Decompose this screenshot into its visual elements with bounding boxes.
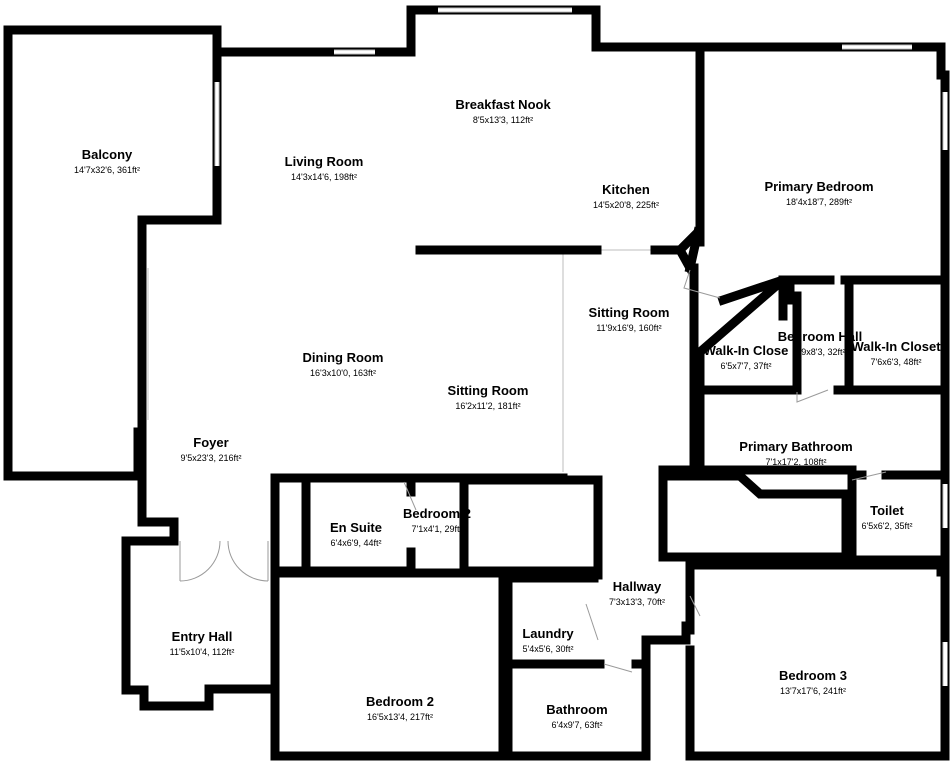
walk-in-closet-2-name: Walk-In Closet [851, 339, 941, 354]
thin-partitions [147, 249, 655, 575]
walk-in-closet-1-name: Walk-In Close [704, 343, 789, 358]
foyer-dims: 9'5x23'3, 216ft² [181, 453, 242, 463]
kitchen-name: Kitchen [602, 182, 650, 197]
foyer-name: Foyer [193, 435, 228, 450]
sitting-room-central-name: Sitting Room [448, 383, 529, 398]
bedroom-hall-dims: 3'9x8'3, 32ft² [795, 347, 846, 357]
sitting-room-east-name: Sitting Room [589, 305, 670, 320]
laundry-door [585, 603, 599, 641]
bedroom-2-closet-door [403, 481, 417, 511]
toilet-dims: 6'5x6'2, 35ft² [862, 521, 913, 531]
hallway-name: Hallway [613, 579, 662, 594]
walls [3, 5, 950, 761]
doors [179, 269, 887, 673]
entry-hall-dims: 11'5x10'4, 112ft² [170, 647, 235, 657]
bedroom-3-dims: 13'7x17'6, 241ft² [780, 686, 846, 696]
entry-door-right [227, 540, 269, 582]
center-closet-wall [459, 475, 603, 580]
dining-room-name: Dining Room [303, 350, 384, 365]
kitchen-dims: 14'5x20'8, 225ft² [593, 200, 659, 210]
living-room-dims: 14'3x14'6, 198ft² [291, 172, 357, 182]
bedroom-3-wall [685, 560, 950, 761]
kitchen-door [683, 269, 721, 299]
walk-in-closet-wall [695, 275, 946, 395]
laundry-wall [503, 573, 691, 761]
en-suite-dims: 6'4x6'9, 44ft² [331, 538, 382, 548]
laundry-dims: 5'4x5'6, 30ft² [523, 644, 574, 654]
bedroom-hall-name: Bedroom Hall [778, 329, 863, 344]
walk-in-closet-2-dims: 7'6x6'3, 48ft² [871, 357, 922, 367]
bathroom-dims: 6'4x9'7, 63ft² [552, 720, 603, 730]
foyer-west-wall [137, 263, 179, 545]
breakfast-nook-name: Breakfast Nook [455, 97, 551, 112]
entry-hall-wall [121, 536, 280, 711]
sitting-room-east-dims: 11'9x16'9, 160ft² [596, 323, 661, 333]
bedroom-2-wall [270, 568, 508, 761]
bathroom-door [603, 663, 633, 673]
sitting-room-central-dims: 16'2x11'2, 181ft² [455, 401, 520, 411]
bathroom-name: Bathroom [546, 702, 607, 717]
balcony-dims: 14'7x32'6, 361ft² [74, 165, 140, 175]
breakfast-nook-dims: 8'5x13'3, 112ft² [473, 115, 533, 125]
bedroom-hall-door [796, 389, 829, 403]
toilet-name: Toilet [870, 503, 904, 518]
bedroom-3-name: Bedroom 3 [779, 668, 847, 683]
primary-bathroom-dims: 7'1x17'2, 108ft² [766, 457, 827, 467]
balcony-wall [3, 25, 222, 481]
bedroom-2-closet-dims: 7'1x4'1, 29ft² [412, 524, 463, 534]
laundry-name: Laundry [522, 626, 574, 641]
room-labels: Balcony 14'7x32'6, 361ft² Living Room 14… [74, 97, 941, 730]
entry-hall-name: Entry Hall [172, 629, 233, 644]
entry-door-left [179, 540, 221, 582]
bedroom-2-closet-name: Bedroom 2 [403, 506, 471, 521]
balcony-name: Balcony [82, 147, 133, 162]
bedroom-2-dims: 16'5x13'4, 217ft² [367, 712, 433, 722]
toilet-door [851, 471, 887, 481]
primary-bathroom-wall [658, 385, 946, 565]
primary-bathroom-name: Primary Bathroom [739, 439, 852, 454]
hallway-east-wall [658, 471, 851, 562]
living-room-name: Living Room [285, 154, 364, 169]
bedroom-2-name: Bedroom 2 [366, 694, 434, 709]
primary-bedroom-name: Primary Bedroom [764, 179, 873, 194]
north-wall [212, 5, 950, 577]
en-suite-name: En Suite [330, 520, 382, 535]
hallway-dims: 7'3x13'3, 70ft² [609, 597, 665, 607]
windows [214, 7, 948, 686]
walk-in-closet-1-dims: 6'5x7'7, 37ft² [721, 361, 772, 371]
primary-bedroom-wall [684, 47, 705, 274]
dining-room-dims: 16'3x10'0, 163ft² [310, 368, 376, 378]
bedroom-3-door [689, 595, 701, 617]
primary-bedroom-dims: 18'4x18'7, 289ft² [786, 197, 852, 207]
